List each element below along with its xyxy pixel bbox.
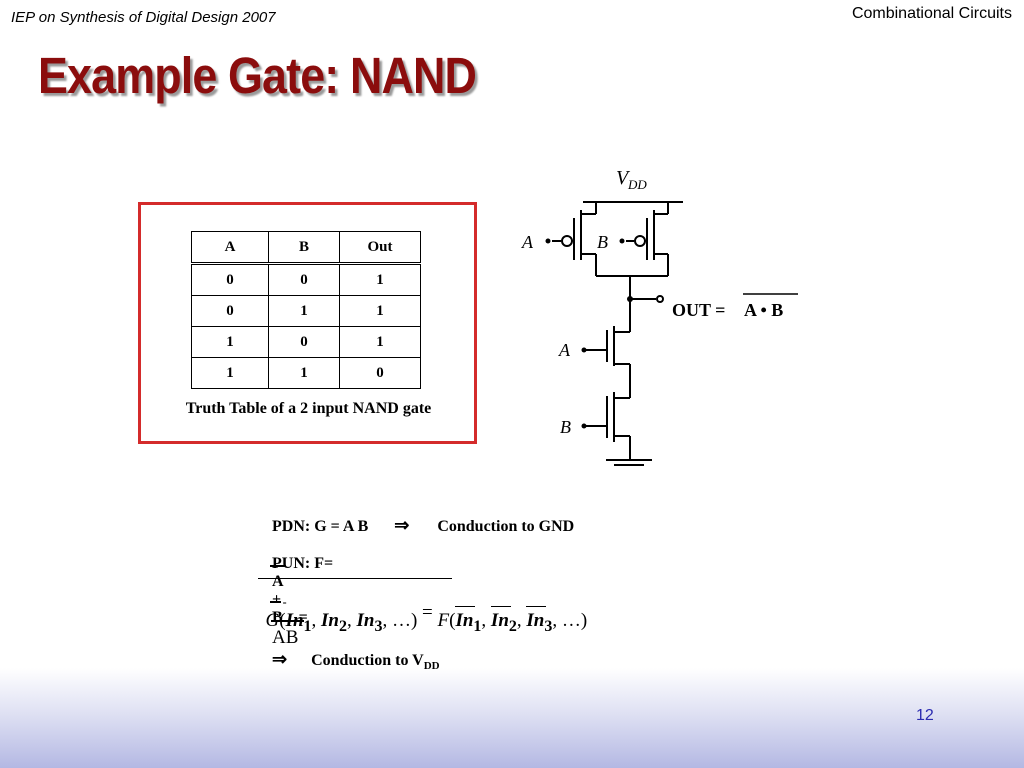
footer-gradient-band: [0, 668, 1024, 768]
truth-table-row: 0 0 1: [191, 263, 421, 296]
vdd-label: V: [616, 167, 631, 189]
truth-table-cell: 1: [339, 263, 421, 296]
pdn-equation: PDN: G = A B ⇒ Conduction to GND: [264, 497, 574, 536]
dual-f: F: [437, 610, 450, 631]
truth-table-row: 1 1 0: [191, 357, 421, 389]
vdd-subscript: DD: [627, 177, 647, 192]
nmos-a-label: A: [558, 340, 571, 360]
implies-arrow-icon: ⇒: [394, 515, 410, 535]
header-topic-title: Combinational Circuits: [851, 5, 1012, 22]
truth-table-cell: 1: [268, 295, 340, 327]
truth-table-cell: 0: [268, 326, 340, 358]
pmos-a-label: A: [521, 232, 534, 252]
truth-table-cell: 1: [191, 357, 269, 389]
pun-plus: +: [272, 591, 282, 608]
truth-table-cell: 1: [268, 357, 340, 389]
truth-table-cell: 1: [339, 326, 421, 358]
pun-equals: =: [298, 609, 308, 626]
truth-table: A B Out 0 0 1 0 1 1 1 0 1 1 1 0: [191, 231, 421, 389]
pun-vdd-subscript: DD: [423, 660, 440, 673]
pun-conduction-text: Conduction to V: [311, 652, 424, 669]
page-number: 12: [916, 707, 934, 724]
truth-table-cell: 1: [191, 326, 269, 358]
truth-table-header-row: A B Out: [191, 231, 421, 265]
output-label: OUT =: [672, 300, 725, 320]
truth-table-cell: 0: [339, 357, 421, 389]
truth-table-panel: A B Out 0 0 1 0 1 1 1 0 1 1 1 0 Truth Ta…: [138, 202, 477, 444]
pun-ab-bar: AB: [271, 620, 305, 649]
output-node-dot: [627, 296, 633, 302]
dual-g-overline: [258, 578, 452, 579]
nmos-b-label: B: [560, 417, 571, 437]
nand-cmos-circuit-diagram: V DD A B A B OUT = A • B: [521, 167, 798, 466]
truth-table-cell: 1: [339, 295, 421, 327]
output-expression: A • B: [744, 300, 783, 320]
truth-table-header-a: A: [191, 231, 269, 265]
truth-table-header-b: B: [268, 231, 340, 265]
truth-table-cell: 0: [191, 295, 269, 327]
pun-equation: PUN: F= A + -B = AB ⇒ Conduction to VDD: [264, 537, 440, 672]
pdn-prefix: PDN: G = A B: [272, 518, 369, 535]
pdn-conduction-text: Conduction to GND: [437, 518, 575, 535]
truth-table-row: 1 0 1: [191, 326, 421, 358]
pmos-b-label: B: [597, 232, 608, 252]
slide-title: Example Gate: NAND: [38, 47, 477, 104]
pun-prefix: PUN: F=: [272, 555, 334, 572]
dual-equals: =: [422, 602, 433, 623]
truth-table-row: 0 1 1: [191, 295, 421, 327]
pun-a-bar: A: [270, 565, 286, 591]
duality-equation: G(In1, In2, In3, …) = F(In1, In2, In3, ……: [265, 602, 588, 635]
truth-table-cell: 0: [191, 263, 269, 296]
header-course-title: IEP on Synthesis of Digital Design 2007: [11, 9, 276, 26]
truth-table-cell: 0: [268, 263, 340, 296]
pun-b-bar: -B: [270, 595, 287, 626]
dual-g: G: [265, 610, 280, 631]
truth-table-caption: Truth Table of a 2 input NAND gate: [185, 400, 432, 417]
truth-table-header-out: Out: [339, 231, 421, 265]
implies-arrow-icon: ⇒: [272, 649, 288, 669]
